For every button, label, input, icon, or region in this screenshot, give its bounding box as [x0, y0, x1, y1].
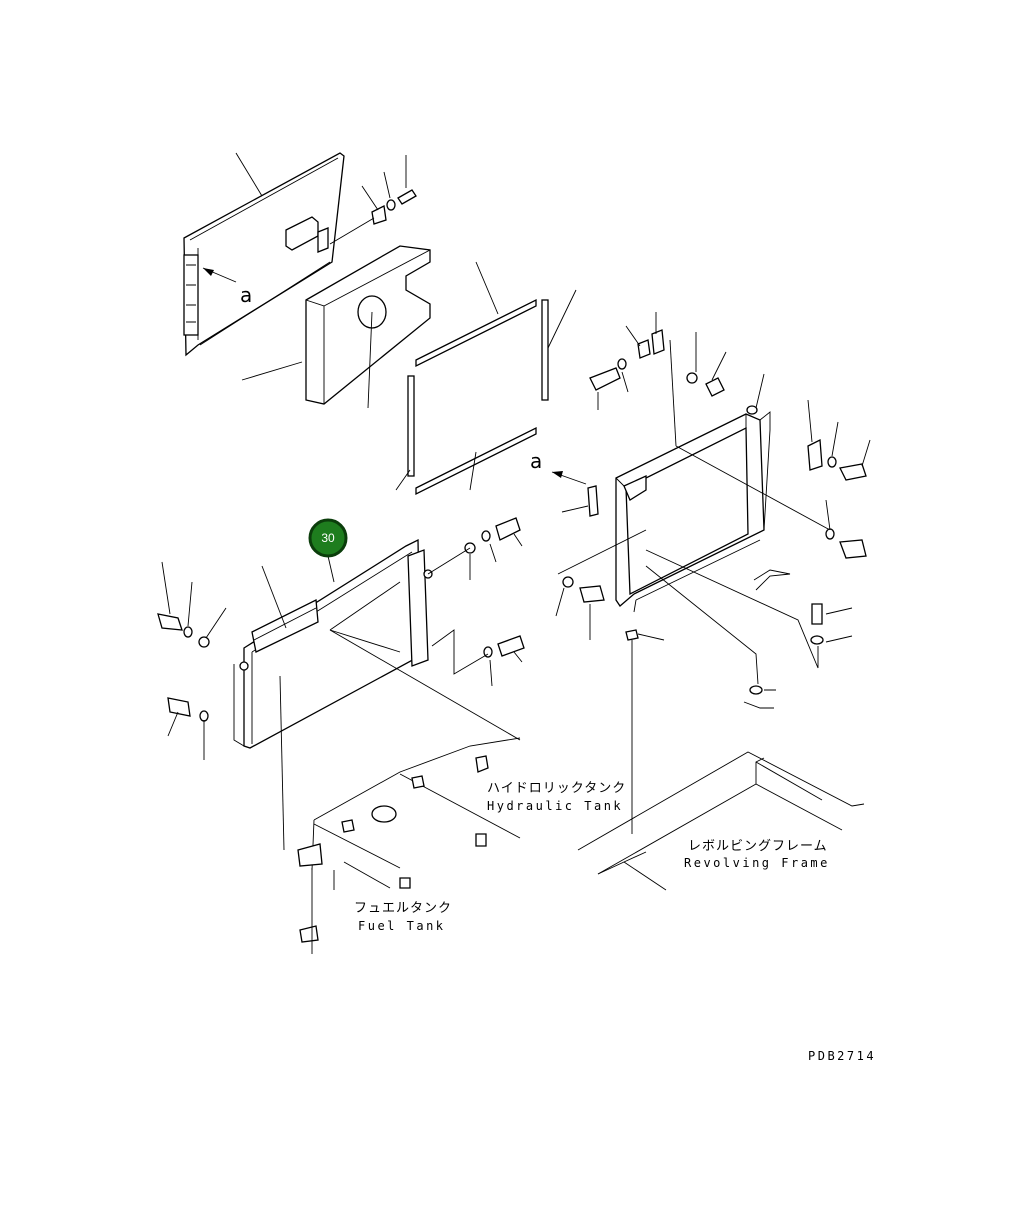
svg-text:ハイドロリックタンク: ハイドロリックタンク [487, 781, 626, 796]
svg-text:フュエルタンク: フュエルタンク [354, 901, 452, 916]
door-panel [183, 152, 345, 357]
lower-frame-hardware [555, 485, 853, 834]
revolving-frame-label: レボルビングフレーム Revolving Frame [684, 839, 830, 870]
callout-30[interactable]: 30 [308, 518, 348, 558]
leader-line [675, 445, 831, 531]
panel-hardware-left [157, 561, 227, 760]
leader-line [235, 152, 263, 197]
svg-text:Revolving Frame: Revolving Frame [684, 856, 830, 870]
side-cover-panel [233, 538, 521, 851]
fuel-tank-label: フュエルタンク Fuel Tank [354, 901, 452, 933]
drawing-id: PDB2714 [808, 1049, 876, 1063]
tank-outline [297, 737, 521, 954]
frame-hardware [589, 312, 871, 559]
hydraulic-tank-label: ハイドロリックタンク Hydraulic Tank [487, 781, 626, 813]
leader-line [261, 565, 287, 629]
callout-leader [327, 555, 335, 583]
seal-strips [395, 261, 577, 496]
leader-line [645, 549, 819, 685]
revolving-frame [577, 751, 865, 891]
door-hardware [329, 155, 417, 245]
panel-hardware-right [427, 517, 525, 687]
svg-text:レボルビングフレーム: レボルビングフレーム [688, 839, 828, 854]
detail-a-label-top: a [240, 283, 252, 307]
arrow-a-head [552, 471, 563, 478]
arrow-a-head [203, 268, 214, 276]
radiator-frame [615, 411, 771, 613]
svg-text:Hydraulic Tank: Hydraulic Tank [487, 799, 623, 813]
svg-text:Fuel Tank: Fuel Tank [358, 919, 446, 933]
leader-line [669, 339, 677, 447]
callout-30-number: 30 [321, 531, 335, 545]
detail-a-label-right: a [530, 449, 542, 473]
sponge-block [241, 245, 431, 409]
